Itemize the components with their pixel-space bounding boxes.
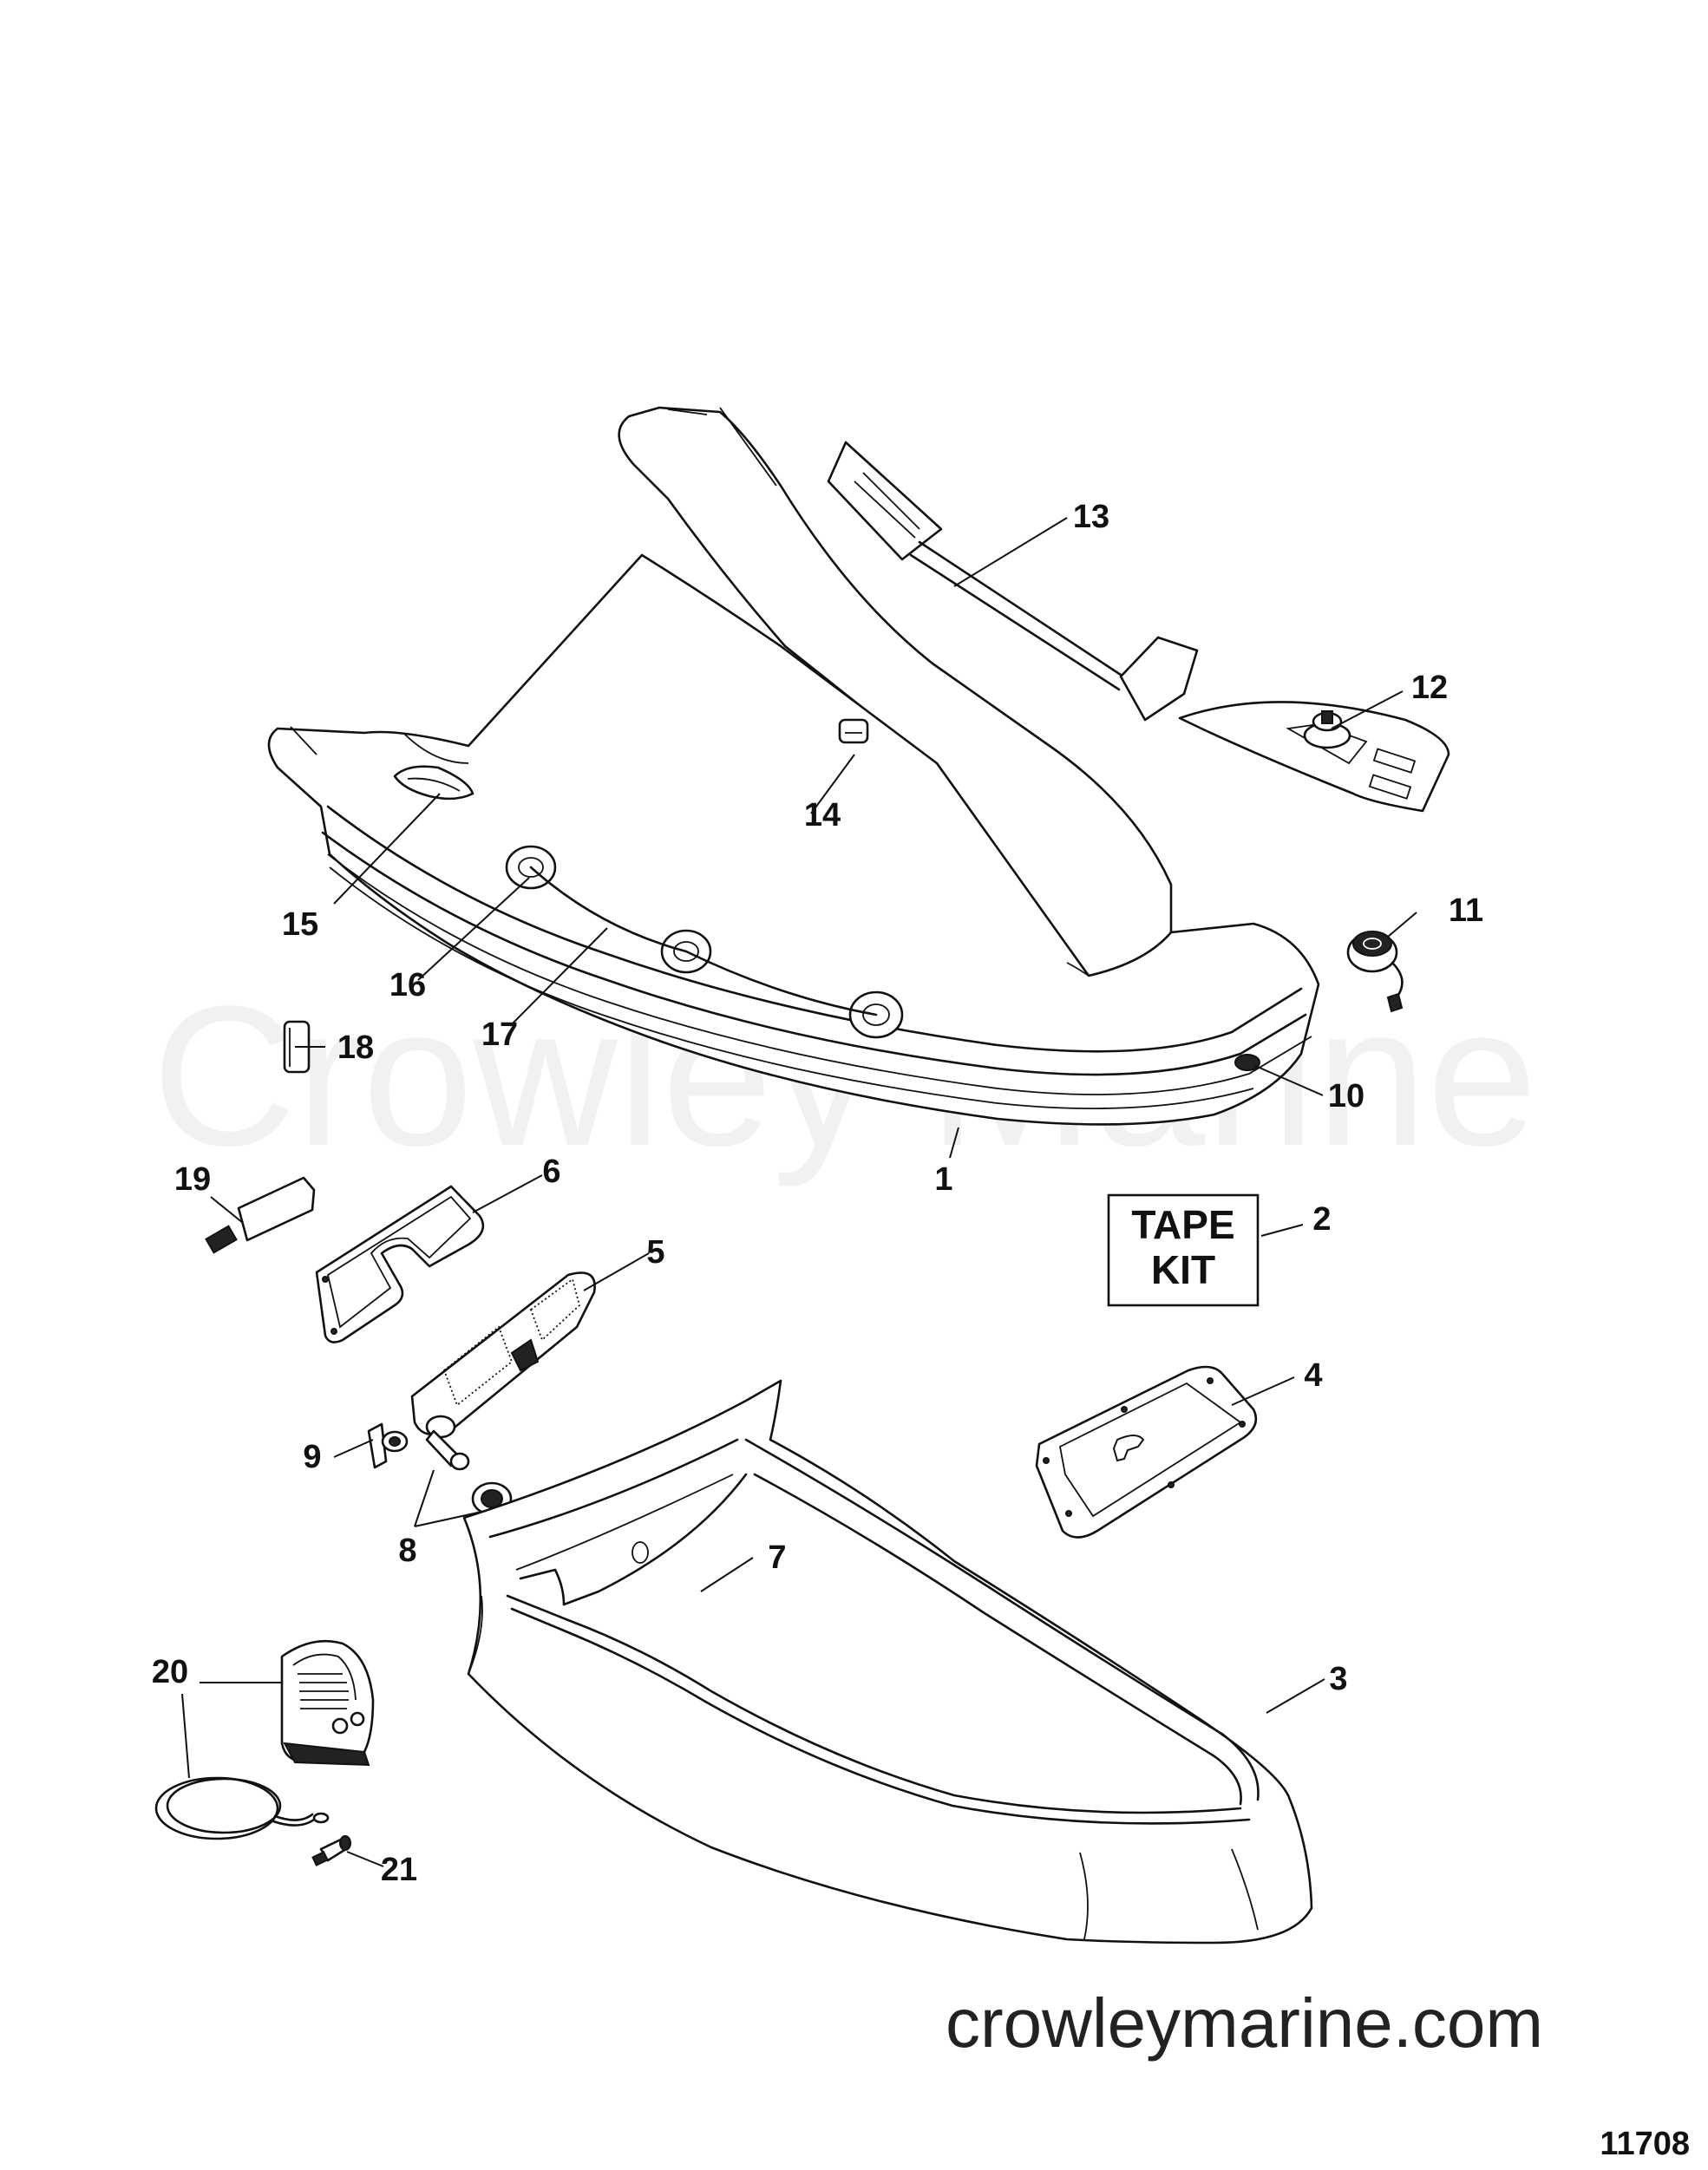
inflatable-boat-tube [267,406,1320,1126]
callout-3: 3 [1329,1661,1347,1697]
drain-grate-plate [410,1271,596,1436]
callout-14: 14 [804,797,841,833]
callout-19: 19 [174,1161,211,1198]
tape-kit-line-2: KIT [1151,1247,1215,1292]
tape-kit-line-1: TAPE [1131,1202,1234,1247]
drain-bracket [367,1422,409,1469]
callout-10: 10 [1328,1078,1364,1114]
transom-gasket [315,1185,485,1343]
drain-plug [425,1415,513,1516]
glue-tube [205,1176,316,1254]
valve-cap [1346,931,1404,1013]
callout-7: 7 [768,1539,786,1576]
callout-9: 9 [303,1439,321,1475]
callout-2: 2 [1312,1201,1331,1238]
callout-1: 1 [934,1161,952,1198]
drawing-number: 11708 [1600,2126,1690,2162]
callout-5: 5 [646,1234,664,1271]
transom-plate [1178,701,1450,813]
website-url: crowleymarine.com [946,1984,1543,2062]
oar [827,441,1199,722]
callout-20: 20 [152,1654,188,1690]
callout-4: 4 [1304,1357,1322,1394]
pump-adapter [311,1835,351,1866]
leader-lines [181,517,1417,1867]
callout-18: 18 [337,1029,374,1066]
callout-16: 16 [389,967,426,1003]
foot-pump [154,1639,375,1840]
boat-floor [462,1379,1313,1945]
callout-13: 13 [1073,499,1109,535]
callout-15: 15 [282,906,318,943]
callout-8: 8 [398,1533,416,1569]
callout-21: 21 [381,1852,417,1888]
callout-17: 17 [481,1016,518,1053]
callout-6: 6 [542,1154,560,1190]
callout-11: 11 [1449,892,1483,929]
tape-kit-box: TAPE KIT [1107,1193,1260,1307]
inspection-hatch [1035,1365,1258,1539]
callout-labels: 1 2 3 4 5 6 7 8 9 10 11 12 13 14 15 16 1… [152,499,1483,1888]
callout-12: 12 [1411,670,1448,706]
